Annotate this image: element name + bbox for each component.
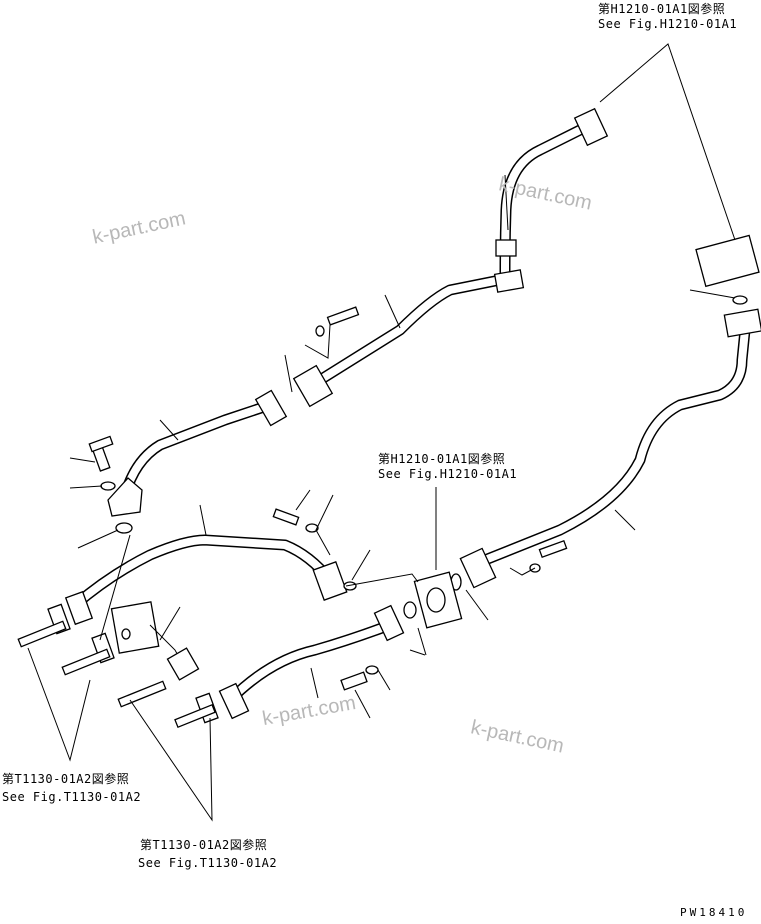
reference-jp: 第T1130-01A2図参照 [2, 772, 130, 786]
leader-lines [27, 43, 736, 822]
reference-en: See Fig.T1130-01A2 [138, 856, 278, 870]
reference-en: See Fig.H1210-01A1 [378, 467, 518, 481]
reference-en: See Fig.H1210-01A1 [598, 17, 738, 31]
elbow-tube-assembly [88, 389, 288, 517]
reference-jp: 第T1130-01A2図参照 [140, 838, 268, 852]
right-tube-assembly [450, 234, 761, 591]
reference-jp: 第H1210-01A1図参照 [598, 2, 726, 16]
center-block [403, 571, 463, 629]
middle-tube-assembly [64, 508, 357, 626]
drawing-number: PW18410 [680, 906, 748, 919]
lower-tube-assembly [218, 604, 405, 720]
upper-tube-assembly [292, 107, 609, 408]
reference-en: See Fig.T1130-01A2 [2, 790, 142, 804]
reference-jp: 第H1210-01A1図参照 [378, 452, 506, 466]
